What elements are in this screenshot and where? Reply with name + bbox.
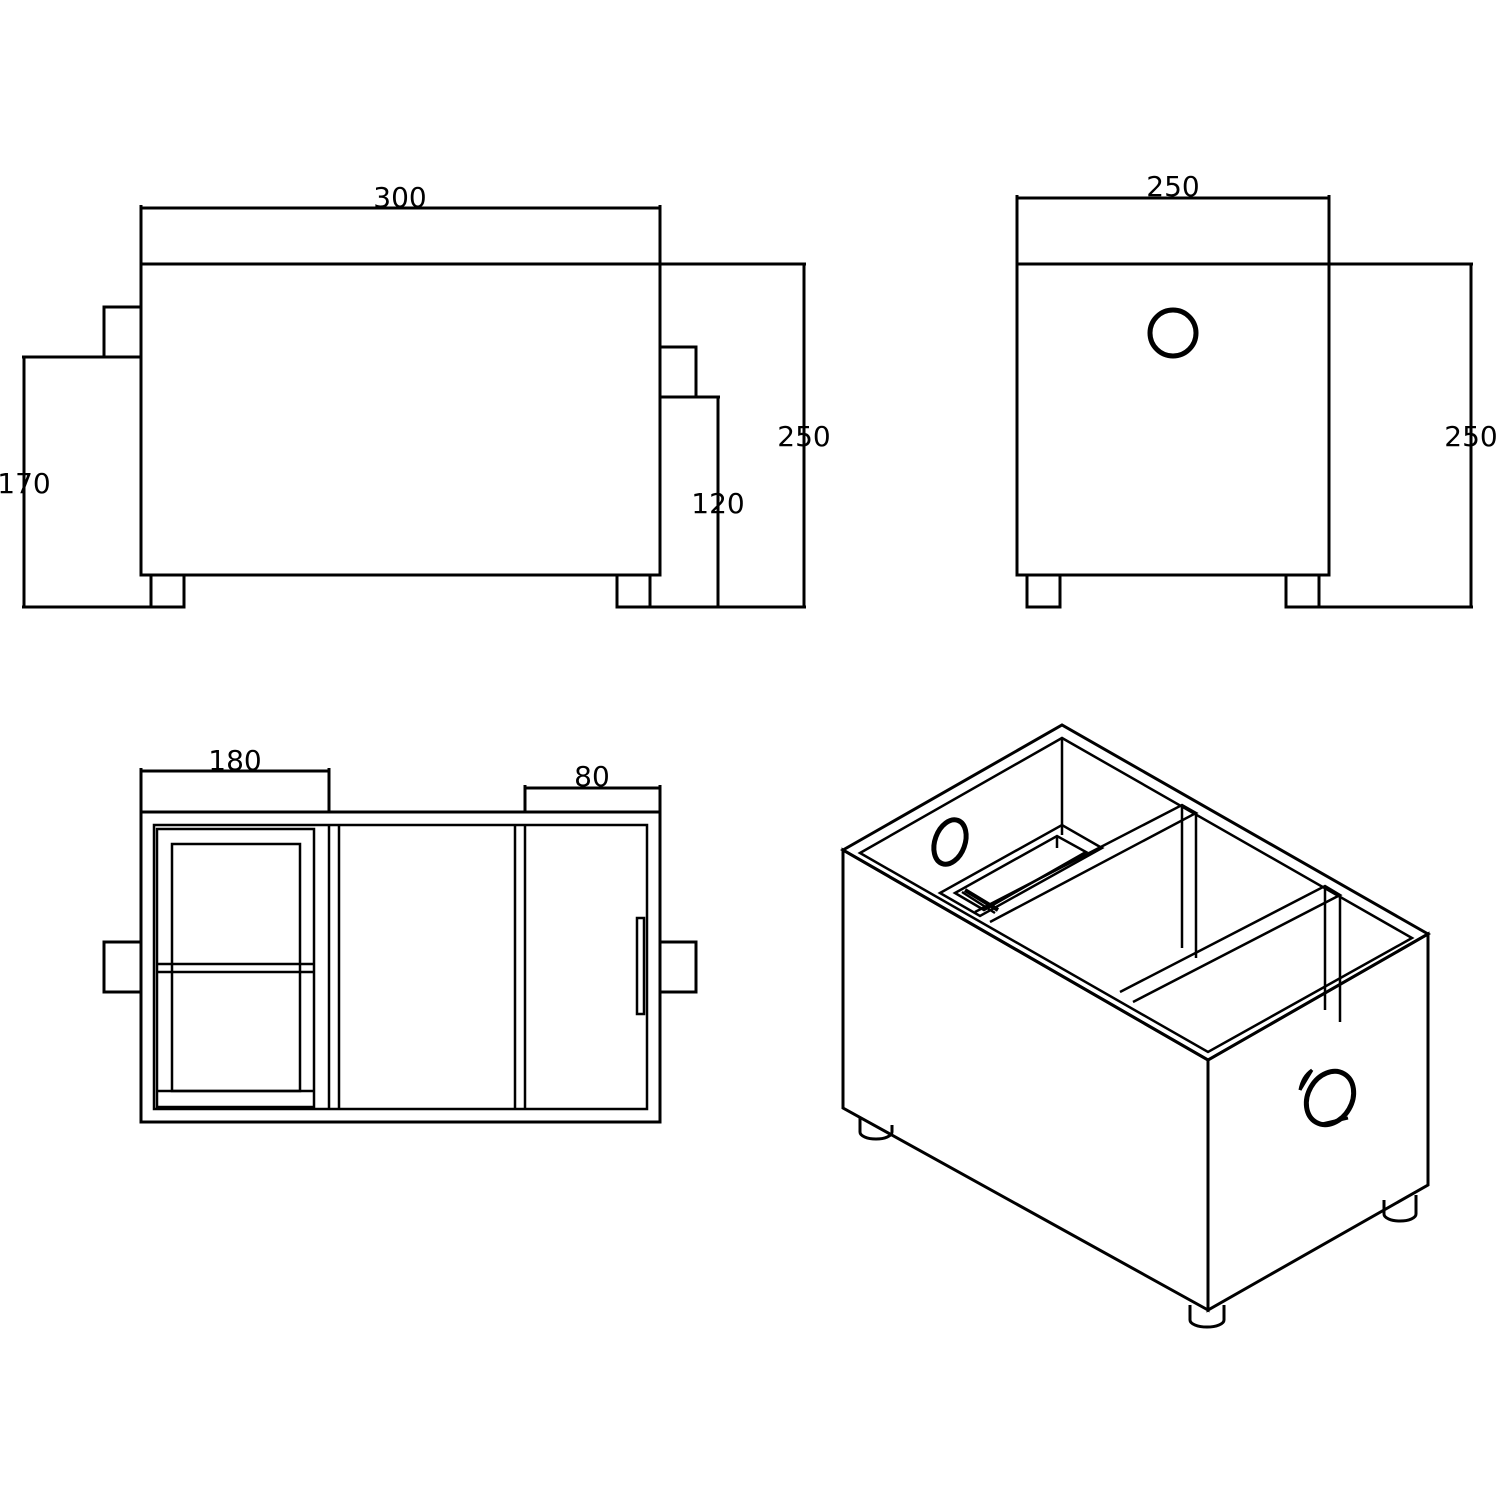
front-foot-right (615, 573, 652, 609)
front-width-label: 300 (373, 181, 426, 214)
top-partitions (327, 825, 527, 1109)
side-foot-left (1025, 573, 1062, 609)
front-inlet-height-dimension: 170 (0, 355, 151, 609)
front-inlet-height-label: 170 (0, 467, 51, 500)
iso-partition-1 (974, 803, 1199, 958)
side-height-label: 250 (1444, 420, 1497, 453)
isometric-view (839, 723, 1432, 1329)
iso-top-rim-inner (857, 736, 1415, 1054)
iso-body-front-face (841, 847, 1210, 1313)
front-outlet-height-dimension: 120 (650, 395, 806, 609)
front-outlet-pipe (658, 345, 698, 399)
side-height-dimension: 250 (1319, 262, 1498, 609)
top-view: 180 80 (102, 744, 698, 1124)
side-pipe-opening (1147, 307, 1199, 359)
top-basket-width-label: 180 (208, 744, 261, 777)
front-foot-left (149, 573, 186, 609)
front-outlet-height-label: 120 (691, 487, 744, 520)
top-outer-wall (139, 810, 662, 1124)
side-foot-right (1284, 573, 1321, 609)
front-body (139, 262, 662, 577)
side-width-dimension: 250 (1015, 170, 1331, 264)
side-width-label: 250 (1146, 170, 1199, 203)
front-view: 300 170 120 250 (0, 181, 831, 609)
front-width-dimension: 300 (139, 181, 662, 264)
outlet-baffle-slot (635, 916, 646, 1016)
iso-feet (858, 1118, 1418, 1329)
front-overall-height-label: 250 (777, 420, 830, 453)
front-inlet-pipe (102, 305, 143, 359)
strainer-basket (155, 827, 316, 1109)
top-basket-width-dimension: 180 (139, 744, 331, 812)
top-outlet-chamber-label: 80 (574, 760, 610, 793)
iso-outlet-pipe (1298, 1068, 1357, 1128)
side-view: 250 250 (1015, 170, 1498, 609)
top-outlet-pipe (658, 940, 698, 994)
iso-partition-2 (1119, 884, 1343, 1022)
front-overall-height-dimension: 250 (660, 262, 831, 607)
top-outlet-chamber-dimension: 80 (523, 760, 662, 812)
top-inner-wall (152, 823, 649, 1111)
top-inlet-pipe (102, 940, 143, 994)
iso-inlet-hole (931, 817, 969, 867)
side-body (1015, 262, 1331, 577)
iso-top-rim-outer (839, 723, 1432, 1062)
iso-strainer-basket (937, 823, 1105, 918)
